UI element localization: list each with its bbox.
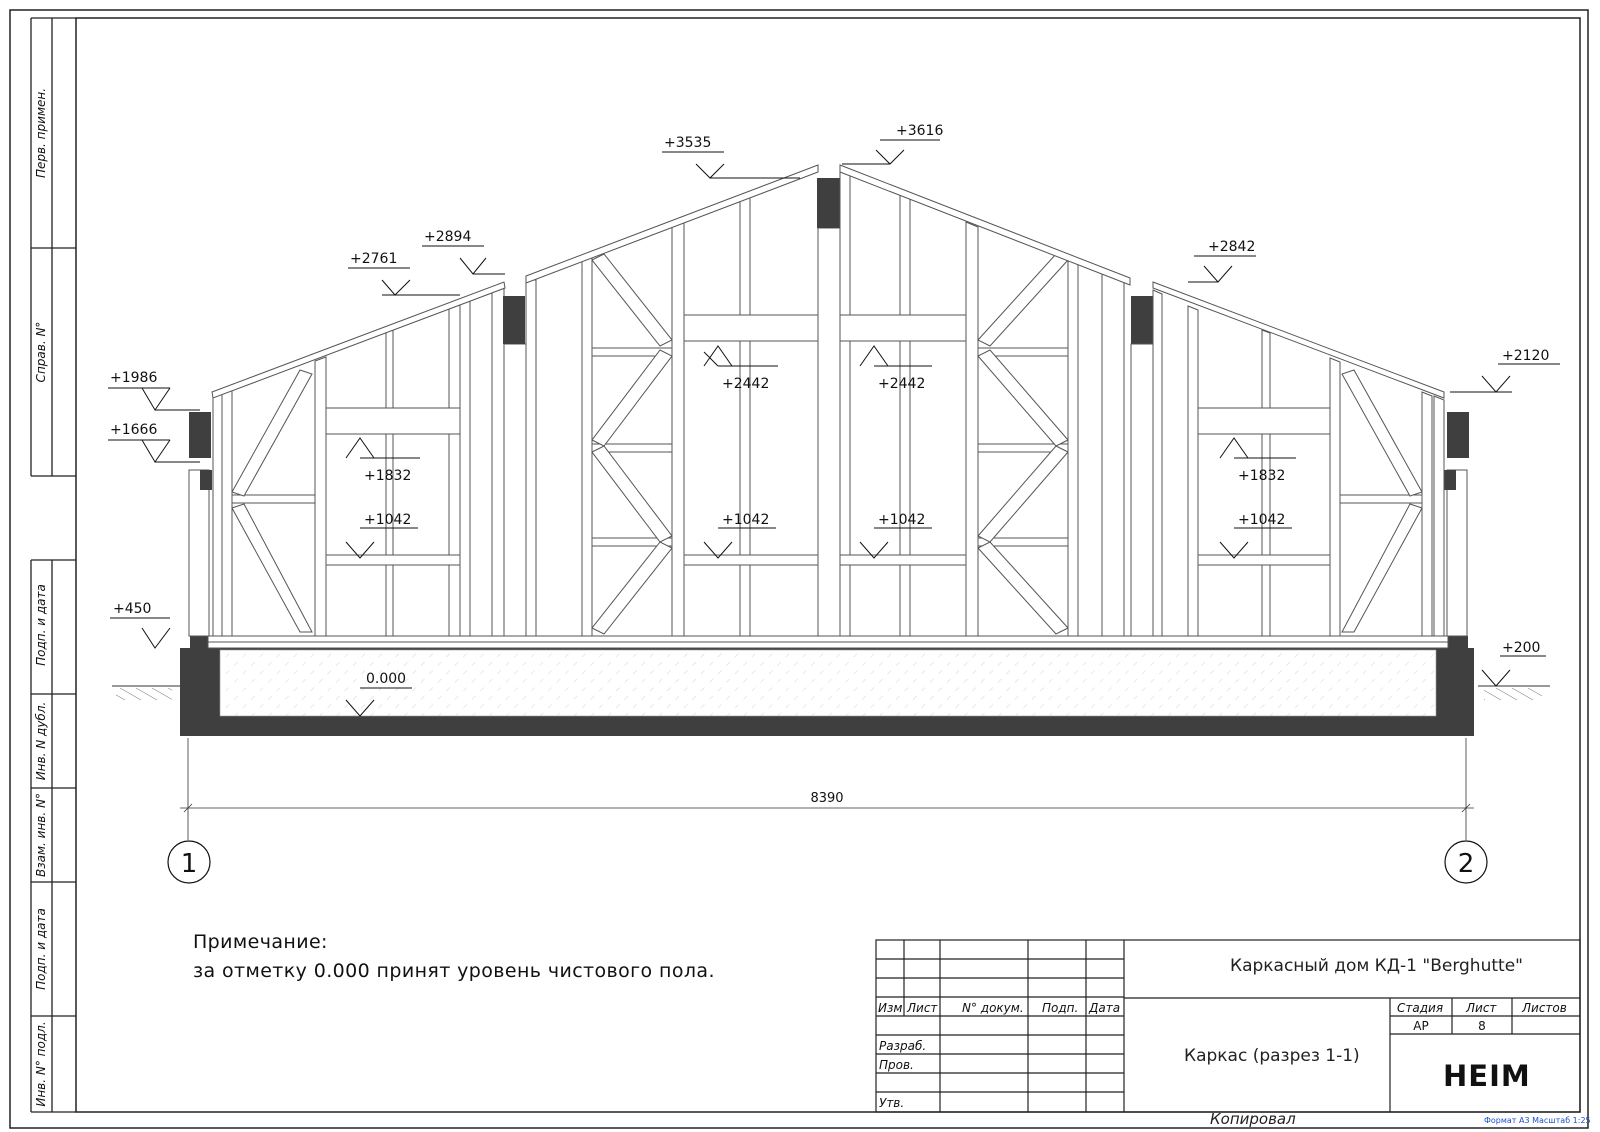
elev-roof-left-high: +2894: [424, 229, 471, 245]
tb-header-doc: N° докум.: [962, 1001, 1024, 1015]
elev-plinth-left: +450: [113, 601, 151, 617]
format-scale: Формат А3 Масштаб 1:25: [1484, 1116, 1591, 1125]
elev-roof-right-mid: +2842: [1208, 239, 1255, 255]
note: Примечание: за отметку 0.000 принят уров…: [193, 928, 715, 986]
elev-beam-1042-a: +1042: [364, 512, 411, 528]
copied-label: Копировал: [1210, 1110, 1296, 1128]
company-logo: HEIM: [1443, 1059, 1531, 1093]
tb-sheet: 8: [1478, 1019, 1486, 1033]
elev-roof-left-eave: +1986: [110, 370, 157, 386]
tb-stage: АР: [1413, 1019, 1428, 1033]
elev-floor: 0.000: [366, 671, 406, 687]
axis-marker-2: 2: [1444, 840, 1488, 884]
side-stamp-labels: Перв. примен. Справ. N° Подп. и дата Инв…: [34, 88, 48, 1107]
beam-section-a: [503, 296, 525, 344]
ground-right: [1478, 685, 1550, 700]
title-block-text: Изм Лист N° докум. Подп. Дата Разраб. Пр…: [878, 1001, 1567, 1110]
beam-section-right: [1447, 412, 1469, 458]
elev-beam-1042-b: +1042: [722, 512, 769, 528]
foundation: [180, 636, 1474, 736]
side-label-inv-dubl: Инв. N дубл.: [34, 702, 48, 781]
elev-beam-2442-b: +2442: [878, 376, 925, 392]
elev-top-beam-left: +1666: [110, 422, 157, 438]
beam-section-b: [1131, 296, 1153, 344]
elev-beam-1832-right: +1832: [1238, 468, 1285, 484]
tb-stage-label: Стадия: [1397, 1001, 1443, 1015]
side-stamp: [30, 17, 76, 1113]
tb-header-podp: Подп.: [1042, 1001, 1078, 1015]
tb-header-izm: Изм: [878, 1001, 902, 1015]
elev-beam-1042-d: +1042: [1238, 512, 1285, 528]
tb-sheets-label: Листов: [1521, 1001, 1567, 1015]
elev-beam-1042-c: +1042: [878, 512, 925, 528]
elev-beam-1832-left: +1832: [364, 468, 411, 484]
elev-ridge-right: +3616: [896, 123, 943, 139]
elevation-labels: +1986 +1666 +450 +2761 +2894 +3535 +3616…: [110, 123, 1549, 687]
elevation-marks: [108, 139, 1560, 717]
inner-frame: [75, 17, 1581, 1113]
side-label-podp2: Подп. и дата: [34, 908, 48, 990]
elev-roof-right-eave: +2120: [1502, 348, 1549, 364]
tb-role-prov: Пров.: [879, 1058, 914, 1072]
tb-role-razrab: Разраб.: [879, 1039, 926, 1053]
ground-left: [112, 685, 180, 700]
dimension-value: 8390: [810, 791, 843, 806]
elev-beam-2442-a: +2442: [722, 376, 769, 392]
side-label-perv: Перв. примен.: [34, 88, 48, 178]
elev-ridge-left: +3535: [664, 135, 711, 151]
tb-header-data: Дата: [1088, 1001, 1120, 1015]
side-label-vzam: Взам. инв. N°: [34, 793, 48, 877]
side-label-podp1: Подп. и дата: [34, 584, 48, 666]
project-title: Каркасный дом КД-1 "Berghutte": [1230, 956, 1523, 976]
tb-sheet-label: Лист: [1465, 1001, 1497, 1015]
svg-text:2: 2: [1458, 849, 1475, 879]
beam-section-left: [189, 412, 211, 458]
side-label-sprav: Справ. N°: [34, 322, 48, 383]
ridge-beam-section: [817, 178, 841, 228]
frame: [188, 164, 1469, 649]
note-text: за отметку 0.000 принят уровень чистовог…: [193, 960, 715, 982]
tb-header-list: Лист: [906, 1001, 938, 1015]
outer-frame: [9, 9, 1589, 1129]
title-block: [875, 939, 1581, 1113]
elev-roof-left-mid: +2761: [350, 251, 397, 267]
svg-text:1: 1: [181, 849, 198, 879]
axis-marker-1: 1: [167, 840, 211, 884]
side-label-inv-podl: Инв. N° подл.: [34, 1021, 48, 1106]
dimension-line: [180, 738, 1474, 840]
elev-plinth-right: +200: [1502, 640, 1540, 656]
note-title: Примечание:: [193, 931, 328, 953]
sheet-title: Каркас (разрез 1-1): [1184, 1046, 1360, 1066]
tb-role-utv: Утв.: [879, 1096, 904, 1110]
